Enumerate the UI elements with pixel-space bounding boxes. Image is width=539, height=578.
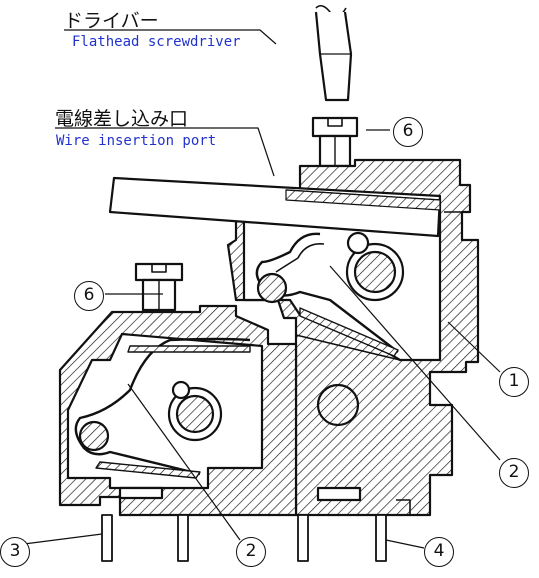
screwdriver: [314, 4, 353, 102]
spring-clamp-right: [255, 231, 405, 357]
pcb-pins: [101, 514, 387, 562]
wire-port-label-jp: 電線差し込み口: [55, 108, 189, 130]
leader-lines: [23, 29, 501, 549]
callout-2-right: 2: [499, 458, 529, 488]
screwdriver-label-en: Flathead screwdriver: [72, 34, 241, 50]
wire: [108, 176, 442, 238]
release-button-left: [134, 262, 184, 312]
screwdriver-label-jp: ドライバー: [64, 10, 159, 32]
callout-1: 1: [499, 367, 529, 397]
callout-6-left: 6: [74, 281, 104, 311]
callout-3: 3: [0, 537, 30, 567]
callout-6-top: 6: [393, 117, 423, 147]
release-button-right: [311, 116, 359, 168]
callout-2-bottom: 2: [236, 537, 266, 567]
spring-clamp-left: [74, 337, 360, 479]
callout-4: 4: [424, 537, 454, 567]
wire-port-label-en: Wire insertion port: [56, 133, 217, 149]
